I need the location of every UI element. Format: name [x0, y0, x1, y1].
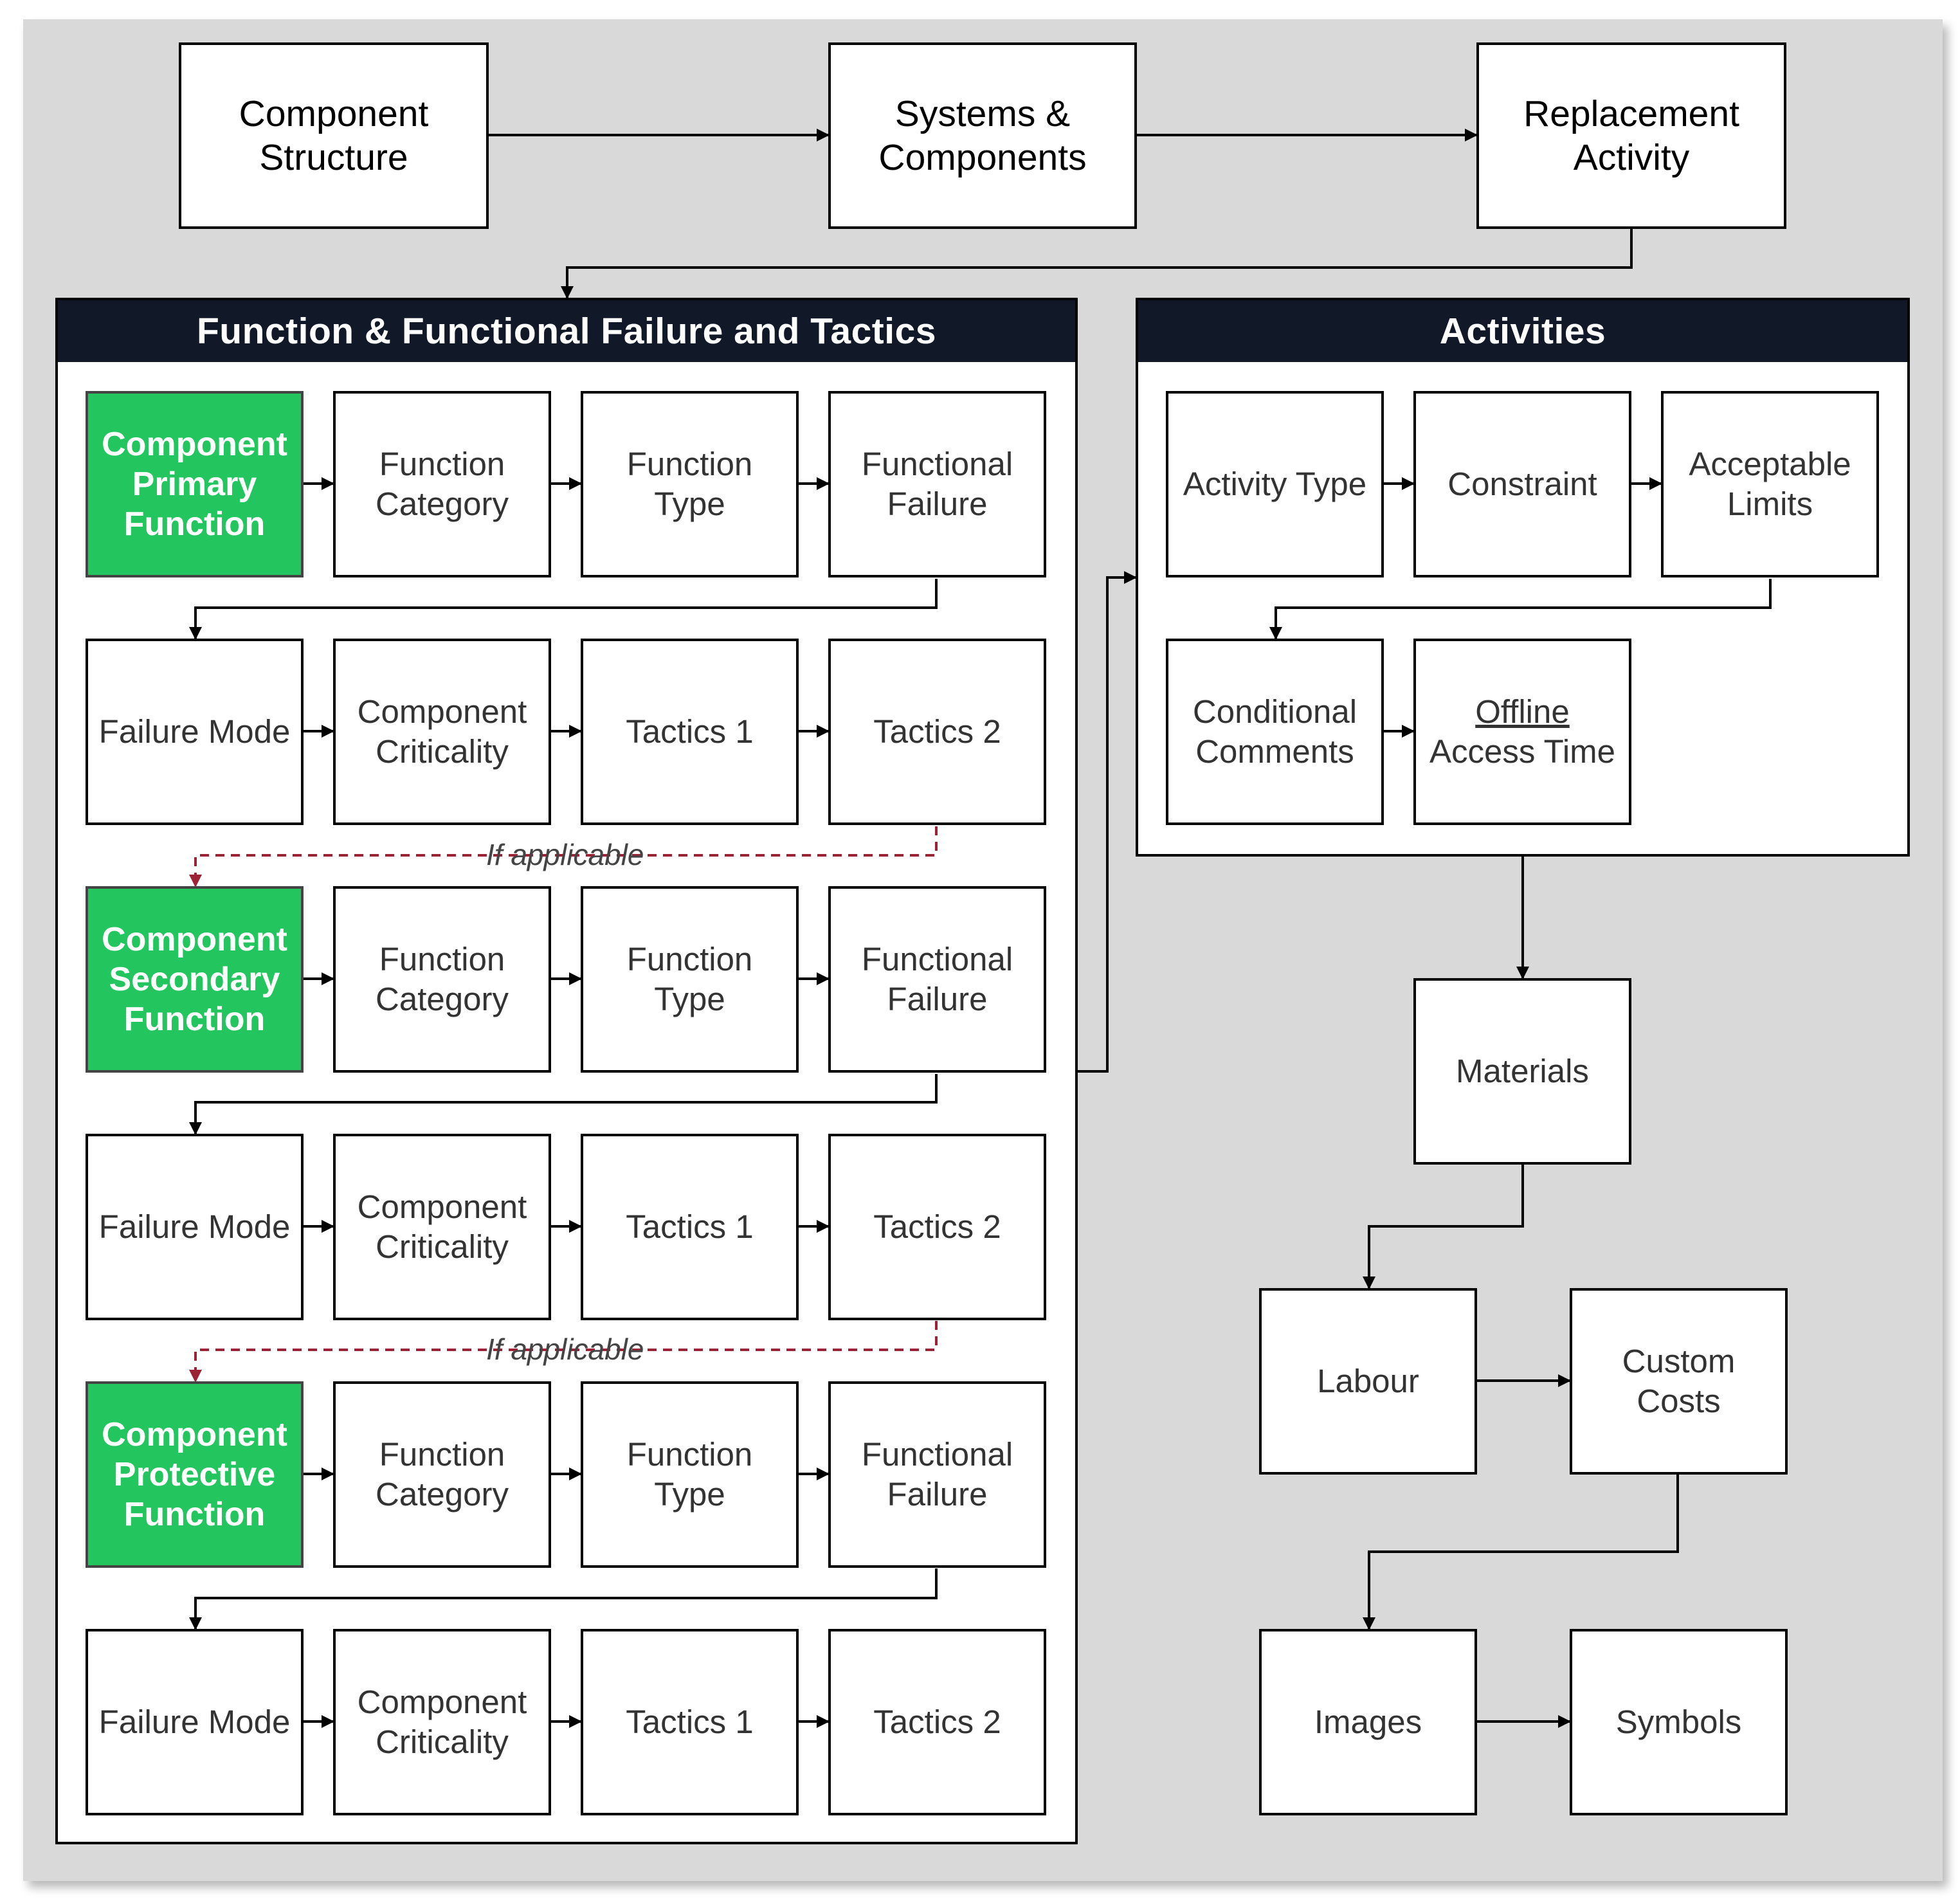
functional-failure-box: Functional Failure — [828, 886, 1046, 1073]
component-criticality-box: Component Criticality — [333, 1134, 551, 1320]
failure-mode-box: Failure Mode — [86, 639, 304, 825]
failure-mode-box: Failure Mode — [86, 1134, 304, 1320]
materials-box: Materials — [1413, 978, 1631, 1165]
offline-label: Offline — [1475, 693, 1570, 730]
failure-mode-box: Failure Mode — [86, 1629, 304, 1815]
function-category-box: Function Category — [333, 1381, 551, 1568]
component-secondary-function-box: Component Secondary Function — [86, 886, 304, 1073]
functional-failure-box: Functional Failure — [828, 391, 1046, 577]
acceptable-limits-box: Acceptable Limits — [1661, 391, 1879, 577]
function-category-box: Function Category — [333, 391, 551, 577]
custom-costs-box: Custom Costs — [1570, 1288, 1788, 1475]
arrow-materials-to-labour — [1363, 1163, 1524, 1289]
activity-type-box: Activity Type — [1166, 391, 1384, 577]
function-panel-title: Function & Functional Failure and Tactic… — [58, 300, 1075, 362]
component-criticality-box: Component Criticality — [333, 639, 551, 825]
labour-box: Labour — [1259, 1288, 1477, 1475]
tactics-1-box: Tactics 1 — [581, 1629, 799, 1815]
tactics-1-box: Tactics 1 — [581, 1134, 799, 1320]
tactics-1-box: Tactics 1 — [581, 639, 799, 825]
replacement-activity-box: Replacement Activity — [1476, 42, 1786, 229]
access-time-label: Access Time — [1429, 733, 1616, 770]
symbols-box: Symbols — [1570, 1629, 1788, 1815]
systems-components-box: Systems & Components — [828, 42, 1137, 229]
if-applicable-label-2: If applicable — [486, 1332, 644, 1366]
tactics-2-box: Tactics 2 — [828, 1629, 1046, 1815]
component-structure-box: Component Structure — [179, 42, 489, 229]
offline-access-time-box: Offline Access Time — [1413, 639, 1631, 825]
conditional-comments-box: Conditional Comments — [1166, 639, 1384, 825]
component-primary-function-box: Component Primary Function — [86, 391, 304, 577]
constraint-box: Constraint — [1413, 391, 1631, 577]
images-box: Images — [1259, 1629, 1477, 1815]
tactics-2-box: Tactics 2 — [828, 1134, 1046, 1320]
function-type-box: Function Type — [581, 1381, 799, 1568]
function-type-box: Function Type — [581, 391, 799, 577]
arrow-replacement-to-function — [561, 229, 1633, 299]
arrow-custom-costs-to-images — [1363, 1473, 1679, 1630]
function-type-box: Function Type — [581, 886, 799, 1073]
function-category-box: Function Category — [333, 886, 551, 1073]
if-applicable-label-1: If applicable — [486, 838, 644, 871]
activities-panel-title: Activities — [1138, 300, 1907, 362]
functional-failure-box: Functional Failure — [828, 1381, 1046, 1568]
component-criticality-box: Component Criticality — [333, 1629, 551, 1815]
tactics-2-box: Tactics 2 — [828, 639, 1046, 825]
arrow-function-to-activities — [1078, 571, 1137, 1073]
component-protective-function-box: Component Protective Function — [86, 1381, 304, 1568]
